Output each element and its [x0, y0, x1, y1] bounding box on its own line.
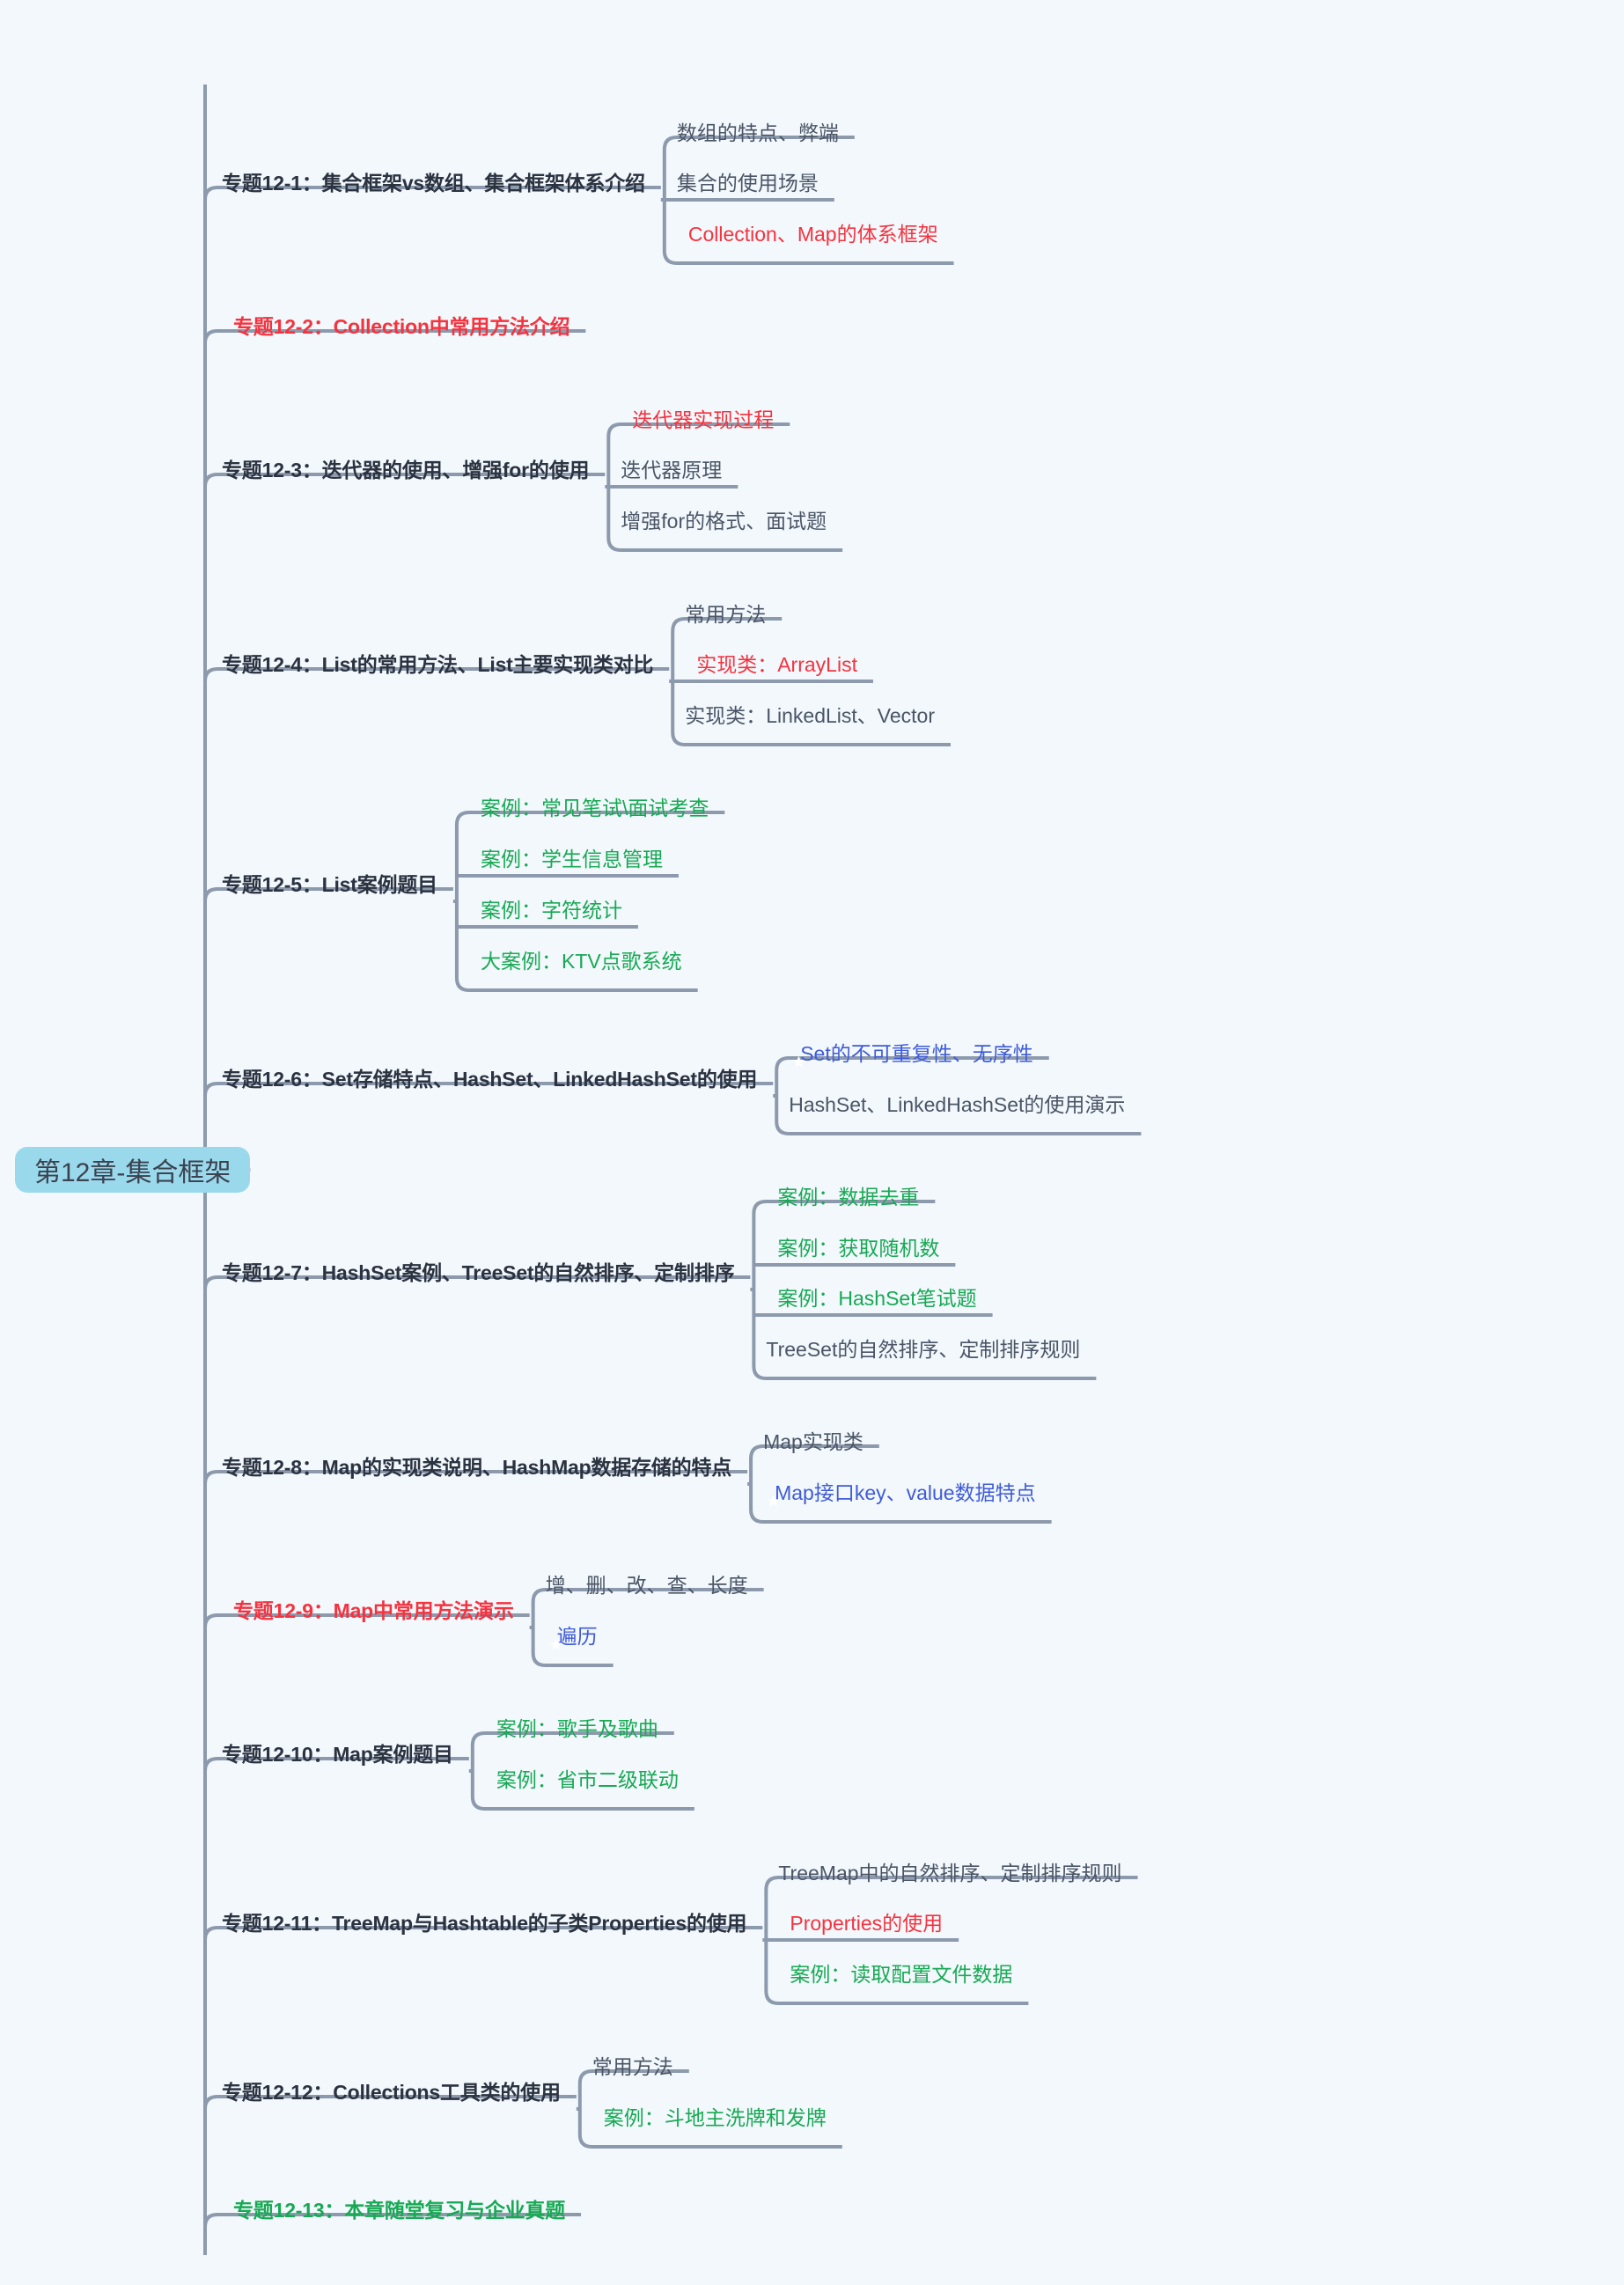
leaf-label: 实现类：ArrayList — [696, 653, 857, 677]
leaf-node-12-8-1[interactable]: Map实现类 — [763, 1425, 863, 1455]
leaf-node-12-1-3[interactable]: Collection、Map的体系框架 — [677, 217, 938, 247]
topic-label: 专题12-11：TreeMap与Hashtable的子类Properties的使… — [222, 1912, 747, 1936]
leaf-label: 实现类：LinkedList、Vector — [685, 704, 935, 727]
leaf-node-12-6-1[interactable]: Set的不可重复性、无序性 — [789, 1037, 1033, 1068]
leaf-node-12-4-2[interactable]: 实现类：ArrayList — [685, 648, 857, 678]
leaf-node-12-9-2[interactable]: 遍历 — [546, 1620, 598, 1650]
leaf-label: TreeSet的自然排序、定制排序规则 — [766, 1338, 1081, 1362]
leaf-label: 案例：歌手及歌曲 — [496, 1717, 658, 1741]
leaf-node-12-11-2[interactable]: Properties的使用 — [778, 1907, 943, 1936]
leaf-label: 集合的使用场景 — [676, 172, 819, 195]
topic-node-12-13[interactable]: 专题12-13：本章随堂复习与企业真题 — [222, 2193, 565, 2223]
leaf-node-12-1-1[interactable]: 数组的特点、弊端 — [677, 116, 839, 146]
leaf-label: 案例：获取随机数 — [777, 1236, 940, 1260]
topic-node-12-9[interactable]: 专题12-9：Map中常用方法演示 — [222, 1594, 514, 1624]
topic-node-12-1[interactable]: 专题12-1：集合框架vs数组、集合框架体系介绍 — [222, 166, 645, 196]
leaf-label: 案例：学生信息管理 — [480, 848, 663, 871]
leaf-node-12-7-3[interactable]: 案例：HashSet笔试题 — [766, 1282, 976, 1311]
leaf-label: 案例：读取配置文件数据 — [790, 1963, 1013, 1986]
leaf-node-12-1-2[interactable]: 集合的使用场景 — [677, 166, 819, 196]
leaf-label: 案例：数据去重 — [777, 1185, 920, 1209]
topic-label: 专题12-13：本章随堂复习与企业真题 — [233, 2199, 566, 2223]
leaf-label: 案例：常见笔试\面试考查 — [480, 797, 709, 820]
leaf-node-12-7-1[interactable]: 案例：数据去重 — [766, 1180, 919, 1210]
leaf-label: 迭代器实现过程 — [632, 408, 775, 431]
topic-node-12-11[interactable]: 专题12-11：TreeMap与Hashtable的子类Properties的使… — [222, 1907, 747, 1936]
topic-label: 专题12-1：集合框架vs数组、集合框架体系介绍 — [222, 172, 645, 195]
leaf-label: 常用方法 — [592, 2055, 673, 2079]
leaf-node-12-5-3[interactable]: 案例：字符统计 — [469, 893, 622, 923]
leaf-node-12-11-3[interactable]: 案例：读取配置文件数据 — [778, 1958, 1012, 1987]
leaf-node-12-12-1[interactable]: 常用方法 — [592, 2050, 673, 2080]
leaf-node-12-5-2[interactable]: 案例：学生信息管理 — [469, 842, 663, 872]
leaf-node-12-3-2[interactable]: 迭代器原理 — [621, 453, 722, 483]
leaf-label: Map接口key、value数据特点 — [775, 1481, 1036, 1505]
leaf-label: Properties的使用 — [790, 1912, 944, 1936]
topic-label: 专题12-12：Collections工具类的使用 — [222, 2081, 561, 2105]
topic-label: 专题12-3：迭代器的使用、增强for的使用 — [222, 459, 590, 482]
leaf-label: 增、删、改、查、长度 — [545, 1574, 748, 1598]
topic-label: 专题12-8：Map的实现类说明、HashMap数据存储的特点 — [222, 1456, 732, 1480]
topic-label: 专题12-7：HashSet案例、TreeSet的自然排序、定制排序 — [222, 1261, 735, 1285]
topic-node-12-7[interactable]: 专题12-7：HashSet案例、TreeSet的自然排序、定制排序 — [222, 1256, 735, 1286]
topic-node-12-4[interactable]: 专题12-4：List的常用方法、List主要实现类对比 — [222, 648, 653, 678]
topic-label: 专题12-9：Map中常用方法演示 — [233, 1599, 514, 1623]
topic-node-12-3[interactable]: 专题12-3：迭代器的使用、增强for的使用 — [222, 453, 589, 483]
leaf-label: HashSet、LinkedHashSet的使用演示 — [789, 1092, 1126, 1116]
leaf-label: TreeMap中的自然排序、定制排序规则 — [778, 1861, 1122, 1885]
leaf-label: 数组的特点、弊端 — [676, 121, 839, 144]
topic-label: 专题12-5：List案例题目 — [222, 872, 437, 896]
leaf-label: 案例：HashSet笔试题 — [777, 1287, 977, 1311]
leaf-node-12-10-2[interactable]: 案例：省市二级联动 — [485, 1763, 679, 1793]
topic-label: 专题12-6：Set存储特点、HashSet、LinkedHashSet的使用 — [222, 1067, 758, 1091]
leaf-label: 迭代器原理 — [621, 459, 723, 482]
topic-node-12-2[interactable]: 专题12-2：Collection中常用方法介绍 — [222, 310, 570, 340]
topic-node-12-6[interactable]: 专题12-6：Set存储特点、HashSet、LinkedHashSet的使用 — [222, 1062, 757, 1092]
leaf-label: 增强for的格式、面试题 — [621, 510, 827, 533]
leaf-node-12-7-4[interactable]: TreeSet的自然排序、定制排序规则 — [766, 1333, 1080, 1363]
leaf-label: Set的不可重复性、无序性 — [800, 1041, 1033, 1065]
leaf-node-12-4-1[interactable]: 常用方法 — [685, 598, 766, 628]
topic-label: 专题12-4：List的常用方法、List主要实现类对比 — [222, 653, 654, 677]
root-label: 第12章-集合框架 — [34, 1158, 231, 1187]
leaf-label: 常用方法 — [685, 602, 767, 626]
leaf-label: 案例：省市二级联动 — [496, 1768, 679, 1792]
leaf-label: 案例：斗地主洗牌和发牌 — [603, 2106, 827, 2130]
topic-label: 专题12-2：Collection中常用方法介绍 — [233, 315, 570, 339]
leaf-node-12-10-1[interactable]: 案例：歌手及歌曲 — [485, 1712, 658, 1742]
leaf-label: 案例：字符统计 — [480, 898, 622, 922]
leaf-node-12-3-3[interactable]: 增强for的格式、面试题 — [621, 504, 827, 534]
topic-node-12-8[interactable]: 专题12-8：Map的实现类说明、HashMap数据存储的特点 — [222, 1451, 731, 1480]
leaf-node-12-3-1[interactable]: 迭代器实现过程 — [621, 403, 774, 433]
topic-node-12-5[interactable]: 专题12-5：List案例题目 — [222, 868, 437, 898]
topic-label: 专题12-10：Map案例题目 — [222, 1743, 453, 1767]
leaf-node-12-5-4[interactable]: 大案例：KTV点歌系统 — [469, 944, 682, 974]
leaf-node-12-8-2[interactable]: Map接口key、value数据特点 — [763, 1476, 1036, 1507]
leaf-node-12-7-2[interactable]: 案例：获取随机数 — [766, 1231, 939, 1261]
leaf-node-12-4-3[interactable]: 实现类：LinkedList、Vector — [685, 699, 935, 729]
leaf-label: 遍历 — [556, 1625, 598, 1649]
leaf-label: 大案例：KTV点歌系统 — [480, 949, 682, 973]
topic-node-12-10[interactable]: 专题12-10：Map案例题目 — [222, 1738, 453, 1767]
leaf-node-12-9-1[interactable]: 增、删、改、查、长度 — [546, 1569, 748, 1598]
topic-node-12-12[interactable]: 专题12-12：Collections工具类的使用 — [222, 2076, 561, 2105]
leaf-label: Map实现类 — [763, 1430, 863, 1454]
leaf-node-12-6-2[interactable]: HashSet、LinkedHashSet的使用演示 — [789, 1088, 1125, 1118]
leaf-node-12-5-1[interactable]: 案例：常见笔试\面试考查 — [469, 791, 709, 821]
leaf-node-12-11-1[interactable]: TreeMap中的自然排序、定制排序规则 — [778, 1856, 1121, 1886]
leaf-node-12-12-2[interactable]: 案例：斗地主洗牌和发牌 — [592, 2101, 827, 2131]
mindmap-root-node[interactable]: 第12章-集合框架 — [15, 1147, 251, 1193]
leaf-label: Collection、Map的体系框架 — [687, 223, 938, 246]
